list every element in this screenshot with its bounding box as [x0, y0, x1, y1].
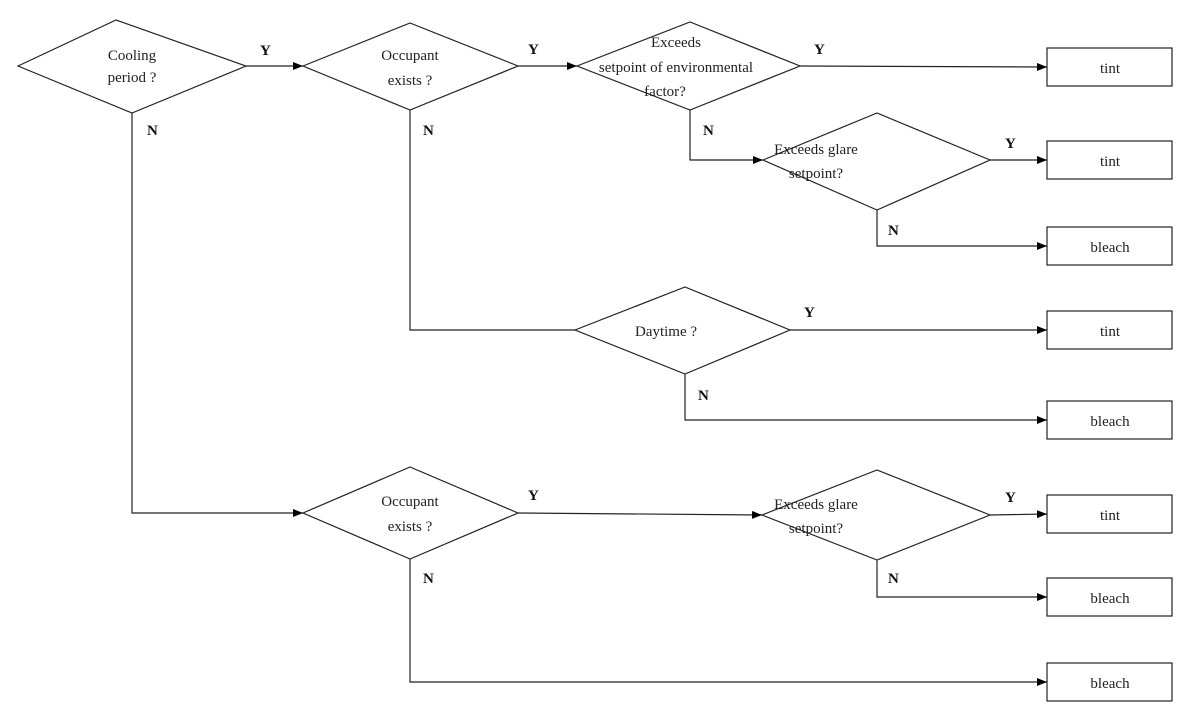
- outcome-text: tint: [1100, 508, 1121, 524]
- no-label: N: [147, 123, 158, 139]
- decision-text: Cooling: [108, 48, 157, 64]
- decision-text: setpoint?: [789, 166, 843, 182]
- yes-label: Y: [814, 42, 825, 58]
- decision-text: Occupant: [381, 494, 439, 510]
- decision-text: Daytime ?: [635, 324, 697, 340]
- decision-text: Occupant: [381, 48, 439, 64]
- connector: [517, 510, 763, 519]
- connector: [131, 113, 303, 517]
- decision-text: setpoint?: [789, 521, 843, 537]
- decision-text: factor?: [644, 84, 686, 100]
- decision-text: period ?: [108, 70, 157, 86]
- decision-text: exists ?: [388, 73, 433, 89]
- outcome-text: bleach: [1090, 591, 1130, 607]
- yes-label: Y: [528, 488, 539, 504]
- outcome-text: bleach: [1090, 240, 1130, 256]
- no-label: N: [423, 123, 434, 139]
- connector: [689, 110, 763, 164]
- yes-label: Y: [1005, 136, 1016, 152]
- decision-text: exists ?: [388, 519, 433, 535]
- outcome-text: tint: [1100, 61, 1121, 77]
- no-label: N: [888, 223, 899, 239]
- connector: [684, 374, 1047, 424]
- outcome-text: bleach: [1090, 676, 1130, 692]
- decision-occupant-2: [301, 466, 520, 560]
- connector: [876, 210, 1047, 250]
- yes-label: Y: [260, 43, 271, 59]
- connector: [876, 560, 1047, 601]
- no-label: N: [888, 571, 899, 587]
- decision-occupant-1: [301, 22, 520, 111]
- decision-text: Exceeds glare: [774, 497, 858, 513]
- decision-cooling: [16, 19, 248, 114]
- connector: [409, 110, 575, 331]
- yes-label: Y: [804, 305, 815, 321]
- no-label: N: [703, 123, 714, 139]
- connector: [989, 510, 1048, 519]
- connector: [409, 559, 1047, 686]
- no-label: N: [698, 388, 709, 404]
- decision-glare-2: [760, 469, 992, 561]
- outcome-text: tint: [1100, 324, 1121, 340]
- yes-label: Y: [528, 42, 539, 58]
- decision-text: setpoint of environmental: [599, 60, 753, 76]
- no-label: N: [423, 571, 434, 587]
- decision-glare-1: [761, 112, 992, 211]
- decision-text: Exceeds glare: [774, 142, 858, 158]
- yes-label: Y: [1005, 490, 1016, 506]
- connector: [799, 62, 1048, 71]
- outcome-text: bleach: [1090, 414, 1130, 430]
- outcome-text: tint: [1100, 154, 1121, 170]
- decision-text: Exceeds: [651, 35, 701, 51]
